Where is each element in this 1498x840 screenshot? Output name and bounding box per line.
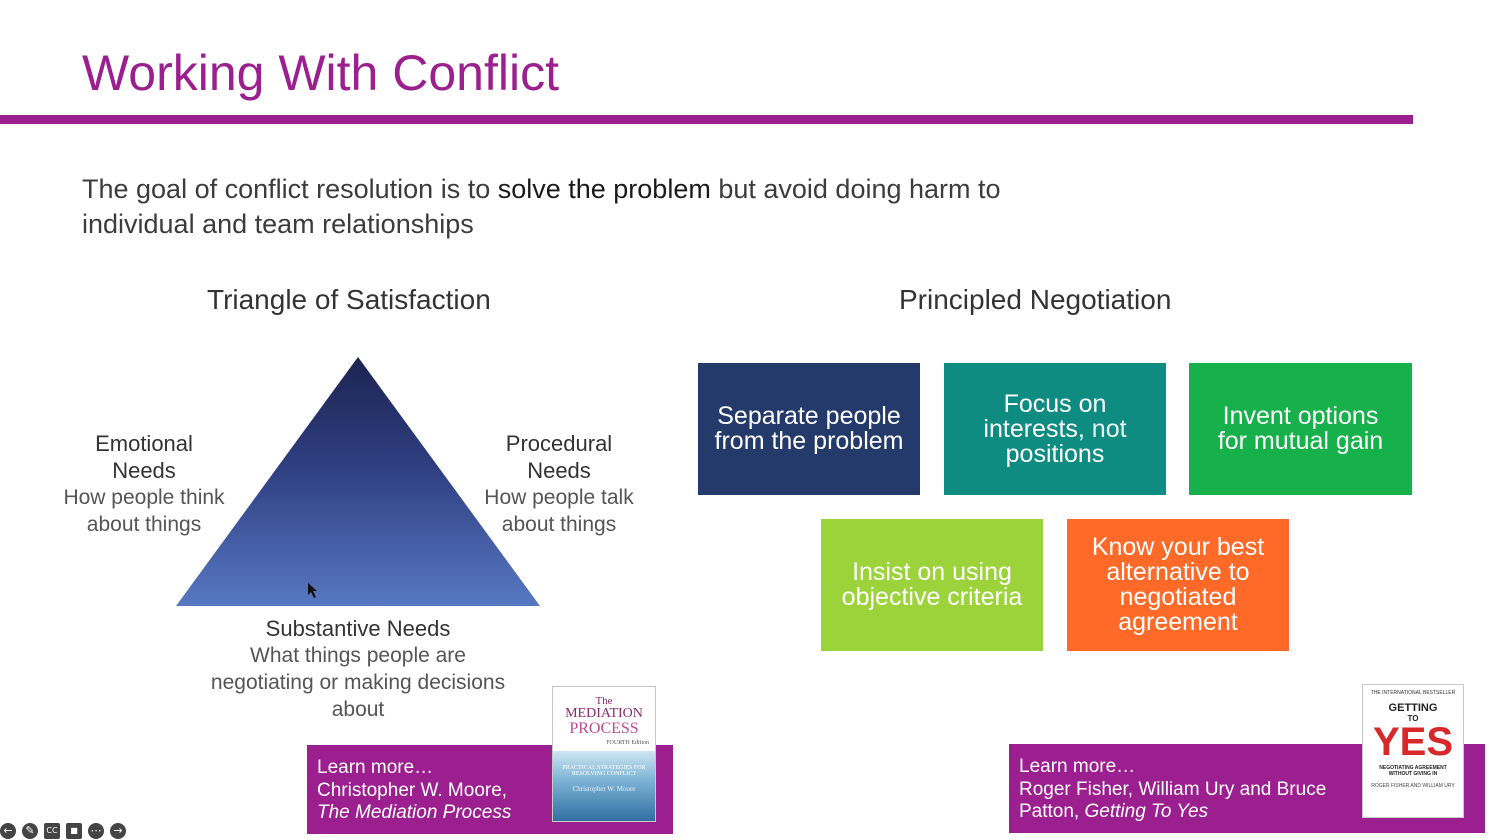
procedural-title-2: Needs xyxy=(527,458,591,483)
principle-5-line4: agreement xyxy=(1118,608,1238,636)
principle-5-line1a: Know your xyxy=(1091,533,1217,561)
emotional-desc-1: How people think xyxy=(63,486,225,509)
emotional-title-2: Needs xyxy=(112,458,176,483)
learn-more-author2-2: Patton, xyxy=(1019,801,1085,822)
learn-more-author-2: Roger Fisher, William Ury and Bruce xyxy=(1019,778,1327,800)
intro-part1: The goal of conflict resolution is to xyxy=(82,174,498,204)
substantive-needs: Substantive Needs What things people are… xyxy=(178,615,538,723)
principle-5-line1b: best xyxy=(1216,533,1265,561)
mediation-process-cover: The MEDIATION PROCESS FOURTH Edition PRA… xyxy=(552,686,656,822)
back-arrow-icon[interactable]: ← xyxy=(0,823,16,839)
principle-4-line2: objective criteria xyxy=(841,583,1023,611)
principle-objective-criteria: Insist on using objective criteria xyxy=(821,519,1043,651)
cover2-sub2: WITHOUT GIVING IN xyxy=(1388,771,1438,777)
cover1-water-art: PRACTICAL STRATEGIES FOR RESOLVING CONFL… xyxy=(553,751,655,821)
procedural-title-1: Procedural xyxy=(505,431,613,456)
principle-3-line2: for mutual gain xyxy=(1217,427,1384,455)
principle-4-line1: Insist on using xyxy=(852,558,1012,586)
learn-more-label-2: Learn more… xyxy=(1019,756,1136,777)
emotional-title-1: Emotional xyxy=(95,431,193,456)
cover2-sub1: NEGOTIATING AGREEMENT xyxy=(1379,765,1447,771)
captions-label: CC xyxy=(46,826,58,835)
principle-1-line1: Separate people xyxy=(717,402,901,430)
cover1-edition: FOURTH Edition xyxy=(606,740,649,746)
learn-more-book-2: Getting To Yes xyxy=(1084,801,1209,822)
cover2-authors: ROGER FISHER AND WILLIAM URY xyxy=(1371,783,1455,789)
cover1-author: Christopher W. Moore xyxy=(572,785,636,793)
pen-icon[interactable]: ✎ xyxy=(22,823,38,839)
substantive-desc-2: negotiating or making decisions xyxy=(210,671,506,694)
cover2-line2: TO xyxy=(1407,714,1419,723)
principle-3-line1: Invent options xyxy=(1222,402,1379,430)
cover2-line3: YES xyxy=(1372,720,1454,764)
intro-part2: but avoid doing harm to individual and t… xyxy=(82,174,1001,239)
substantive-desc-1: What things people are xyxy=(250,644,466,667)
procedural-desc-1: How people talk xyxy=(484,486,634,509)
emotional-desc-2: about things xyxy=(86,513,202,536)
learn-more-author-1: Christopher W. Moore, xyxy=(317,779,508,801)
getting-to-yes-cover: THE INTERNATIONAL BESTSELLER GETTING TO … xyxy=(1362,684,1464,818)
principle-5-line3: negotiated xyxy=(1119,583,1237,611)
cover1-sub2: RESOLVING CONFLICT xyxy=(571,771,637,777)
cover1-line1: The xyxy=(595,695,613,707)
principle-5-line2a: alternative xyxy=(1106,558,1222,586)
principle-5-line2b: to xyxy=(1221,558,1250,586)
forward-arrow-icon[interactable]: → xyxy=(110,823,126,839)
emotional-needs: Emotional Needs How people think about t… xyxy=(44,430,244,538)
satisfaction-triangle xyxy=(176,357,540,606)
video-off-icon[interactable]: ■ xyxy=(66,823,82,839)
principle-2-line1: Focus on xyxy=(1003,389,1107,418)
cover1-line3: PROCESS xyxy=(569,720,639,737)
slide-title: Working With Conflict xyxy=(82,45,559,101)
principle-2-line3: positions xyxy=(1005,439,1105,468)
cover1-line2: MEDIATION xyxy=(565,706,643,721)
title-divider xyxy=(0,115,1413,124)
principle-focus-interests: Focus on interests, not positions xyxy=(944,363,1166,495)
principle-separate-people: Separate people from the problem xyxy=(698,363,920,495)
player-toolbar: ← ✎ CC ■ ⋯ → xyxy=(0,822,126,840)
captions-icon[interactable]: CC xyxy=(44,823,60,839)
cover2-top: THE INTERNATIONAL BESTSELLER xyxy=(1370,690,1456,696)
learn-more-book-1: The Mediation Process xyxy=(317,802,512,823)
principle-invent-options: Invent options for mutual gain xyxy=(1189,363,1412,495)
procedural-desc-2: about things xyxy=(501,513,617,536)
substantive-desc-3: about xyxy=(331,698,385,721)
substantive-title: Substantive Needs xyxy=(265,616,451,641)
cover2-line1: GETTING xyxy=(1388,702,1438,714)
intro-emphasis: solve the problem xyxy=(497,174,711,204)
principle-know-alternative: Know your best alternative to negotiated… xyxy=(1067,519,1289,651)
negotiation-heading: Principled Negotiation xyxy=(899,284,1172,315)
principle-1-line2: from the problem xyxy=(714,427,904,455)
principle-2-line2b: not xyxy=(1084,414,1127,443)
triangle-heading: Triangle of Satisfaction xyxy=(207,284,491,315)
learn-more-label-1: Learn more… xyxy=(317,757,434,778)
intro-text: The goal of conflict resolution is to so… xyxy=(82,172,1082,242)
cover1-sub1: PRACTICAL STRATEGIES FOR xyxy=(562,765,646,771)
more-icon[interactable]: ⋯ xyxy=(88,823,104,839)
principle-2-line2: interests, xyxy=(983,414,1085,443)
procedural-needs: Procedural Needs How people talk about t… xyxy=(459,430,659,538)
